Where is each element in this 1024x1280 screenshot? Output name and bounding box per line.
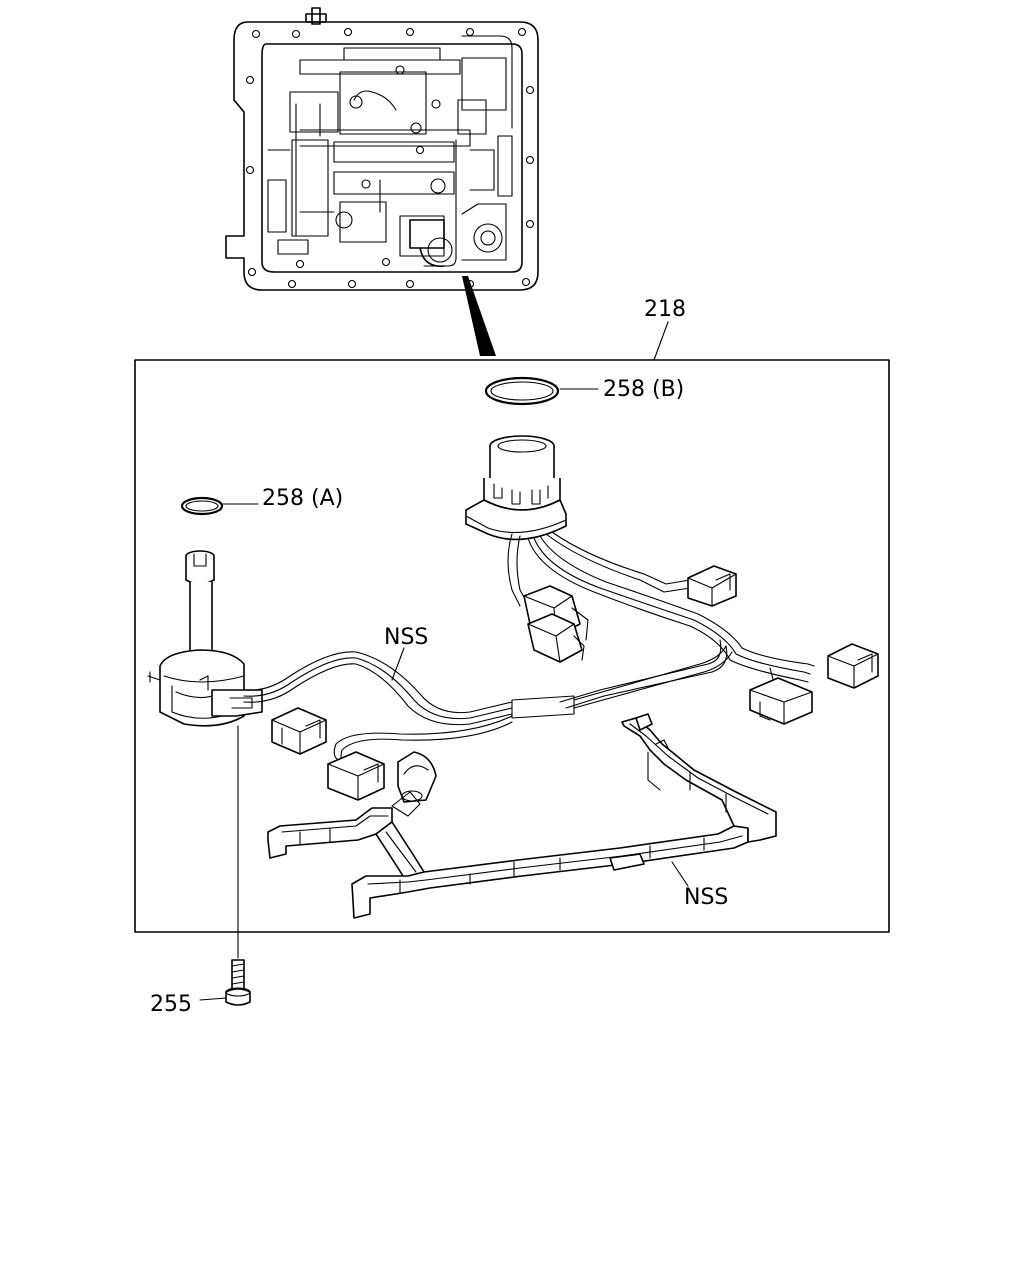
assembly-callout: 218	[644, 297, 686, 322]
sensor-plug-icon	[523, 585, 589, 663]
assembly-leader	[653, 321, 669, 361]
solenoid-icon	[147, 550, 263, 727]
bolt-callout-leader	[199, 997, 227, 1001]
pass-through-connector-icon	[465, 435, 567, 541]
connector-right-icon	[827, 643, 879, 689]
nss-upper-leader	[391, 647, 405, 681]
view-leader-wedge	[462, 276, 496, 356]
nss-upper-callout: NSS	[384, 625, 428, 650]
lower-connector-icon	[327, 751, 437, 803]
o-ring-b-icon	[484, 376, 560, 406]
connector-icon	[687, 565, 737, 607]
solenoid-connector-icon	[271, 707, 327, 755]
oring-a-callout: 258 (A)	[262, 486, 343, 511]
oring-b-callout: 258 (B)	[603, 377, 684, 402]
valve-body-illustration	[225, 7, 539, 291]
solenoid-wire-icon	[243, 645, 733, 726]
bolt-callout: 255	[150, 992, 192, 1017]
assembly-frame	[134, 359, 890, 933]
connector-block-icon	[749, 677, 813, 725]
bolt-icon	[225, 959, 251, 1006]
wire-frame-icon	[267, 713, 777, 919]
nss-lower-callout: NSS	[684, 885, 728, 910]
nss-lower-leader	[671, 861, 689, 887]
o-ring-a-icon	[180, 496, 224, 516]
